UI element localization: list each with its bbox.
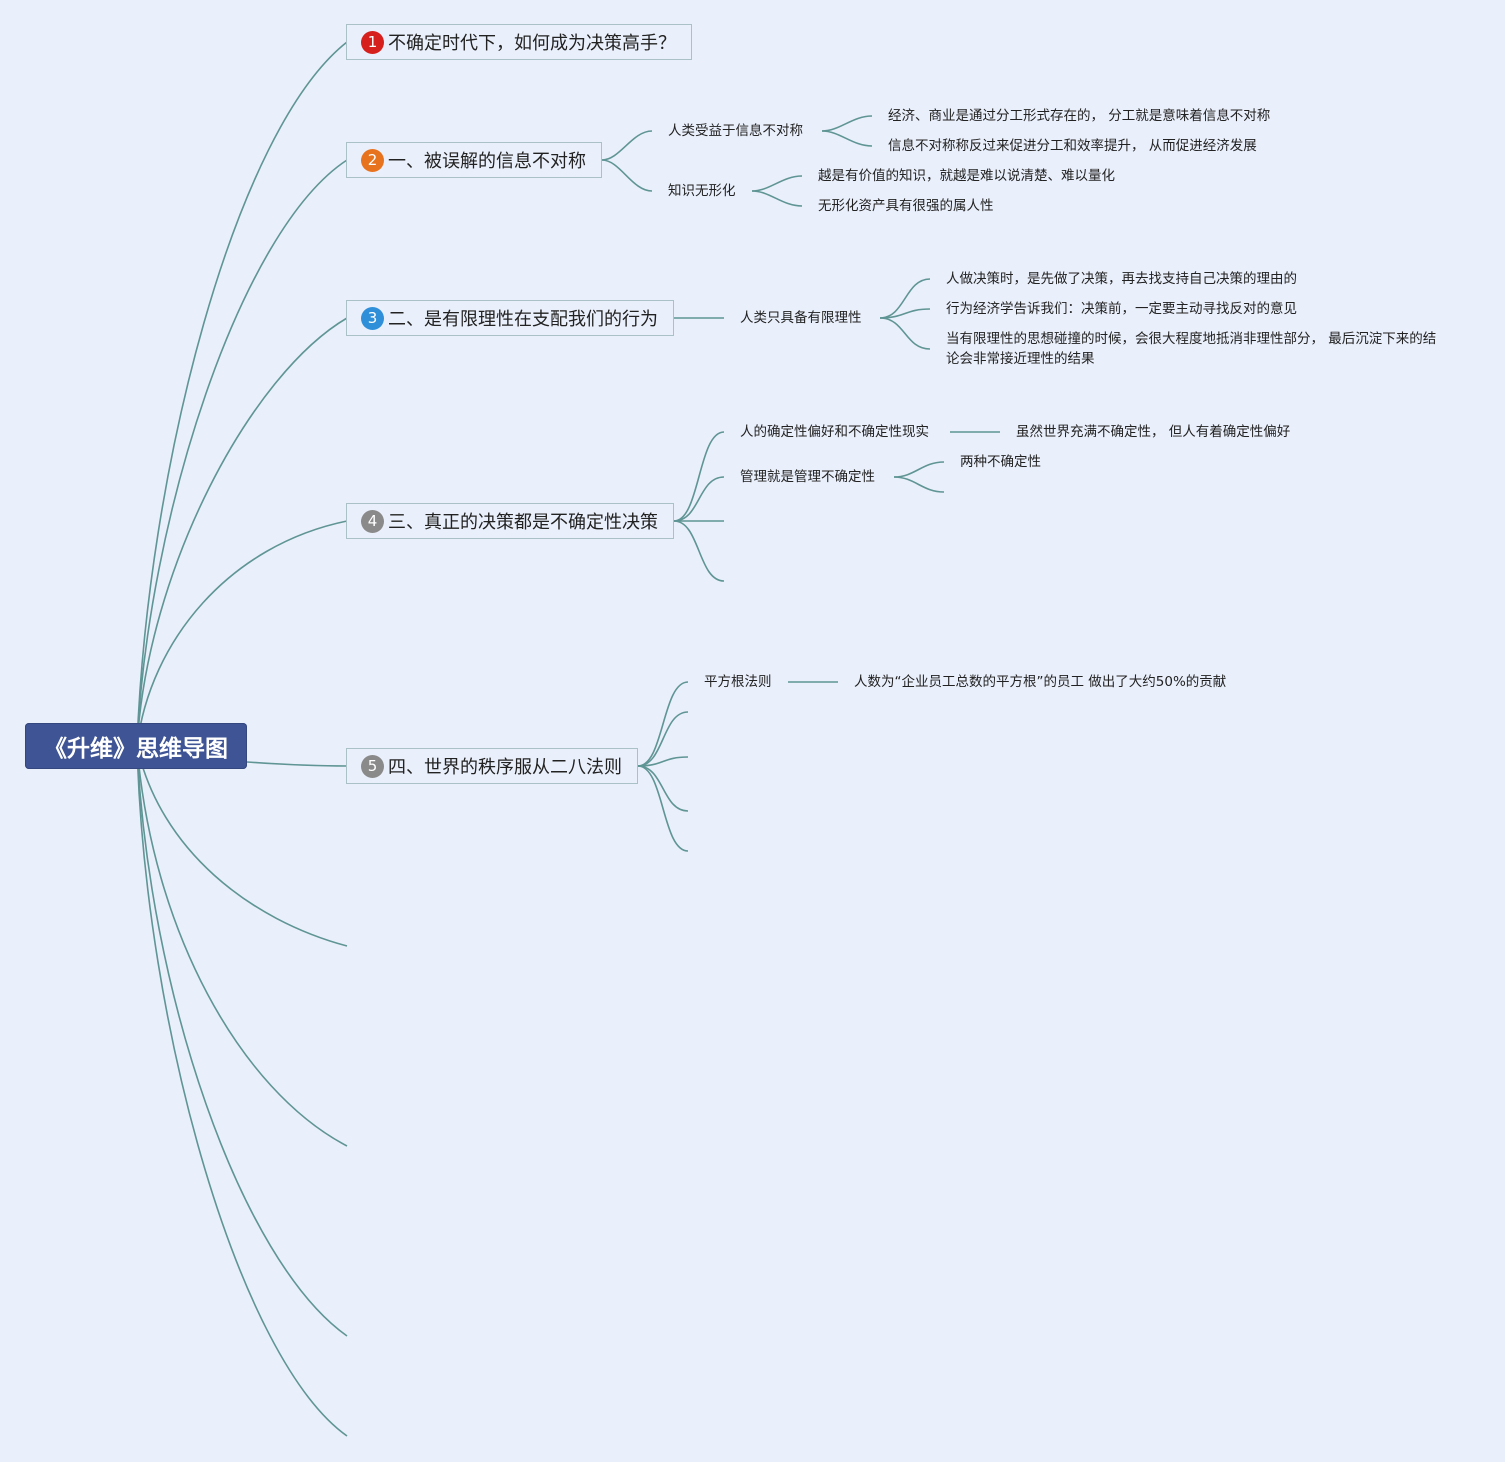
connector-t3-a-1	[879, 278, 931, 319]
root-topic-label: 《升维》思维导图	[44, 736, 228, 762]
topic-5-label: 四、世界的秩序服从二八法则	[388, 757, 622, 778]
connector-t5-empty-3	[637, 765, 689, 812]
subtopic-bounded-rationality[interactable]: 人类只具备有限理性	[740, 310, 862, 326]
connector-t4-b-1	[893, 461, 945, 478]
connector-root-topic-3	[136, 317, 348, 747]
connector-t4-empty-2	[673, 520, 725, 582]
leaf-decide-first[interactable]: 人做决策时，是先做了决策，再去找支持自己决策的理由的	[946, 271, 1297, 287]
connector-t5-empty-1	[637, 711, 689, 767]
connector-root-topic-5	[246, 761, 348, 767]
connector-t5-a	[637, 681, 689, 767]
subtopic-intangible-knowledge[interactable]: 知识无形化	[668, 183, 736, 199]
subtopic-square-root-law[interactable]: 平方根法则	[704, 674, 772, 690]
connector-root-empty-6	[136, 745, 348, 947]
topic-2-label: 一、被误解的信息不对称	[388, 151, 586, 172]
connector-t3-a-2	[879, 308, 931, 319]
connector-root-topic-1	[136, 41, 348, 747]
leaf-division-of-labor[interactable]: 经济、商业是通过分工形式存在的， 分工就是意味着信息不对称	[888, 108, 1271, 124]
leaf-collision-of-ideas[interactable]: 当有限理性的思想碰撞的时候，会很大程度地抵消非理性部分， 最后沉淀下来的结论会非…	[946, 331, 1437, 367]
number-badge-5-icon: 5	[361, 754, 384, 778]
connector-t2-b-1	[751, 175, 803, 192]
number-badge-1-icon: 1	[361, 30, 384, 54]
connector-t2-b	[601, 159, 653, 192]
topic-3-label: 二、是有限理性在支配我们的行为	[388, 309, 658, 330]
connector-t4-b-2	[893, 476, 945, 493]
connector-t3-a-3	[879, 317, 931, 350]
connector-root-topic-4	[136, 520, 348, 747]
topic-1-label: 不确定时代下，如何成为决策高手？	[388, 33, 676, 54]
subtopic-certainty-preference[interactable]: 人的确定性偏好和不确定性现实	[740, 424, 929, 440]
topic-5[interactable]: 5 四、世界的秩序服从二八法则	[346, 748, 638, 784]
leaf-world-uncertain[interactable]: 虽然世界充满不确定性， 但人有着确定性偏好	[1016, 424, 1291, 440]
connector-t4-b	[673, 476, 725, 522]
connector-t5-empty-4	[637, 765, 689, 852]
connector-root-topic-2	[136, 159, 348, 747]
connector-root-empty-8	[136, 745, 348, 1337]
connector-t2-b-2	[751, 190, 803, 207]
topic-1[interactable]: 1 不确定时代下，如何成为决策高手？	[346, 24, 692, 60]
connector-t4-a	[673, 431, 725, 522]
topic-4-label: 三、真正的决策都是不确定性决策	[388, 512, 658, 533]
leaf-two-uncertainties[interactable]: 两种不确定性	[960, 454, 1041, 470]
leaf-asymmetry-efficiency[interactable]: 信息不对称称反过来促进分工和效率提升， 从而促进经济发展	[888, 138, 1257, 154]
subtopic-managing-uncertainty[interactable]: 管理就是管理不确定性	[740, 469, 875, 485]
topic-4[interactable]: 4 三、真正的决策都是不确定性决策	[346, 503, 674, 539]
leaf-square-root-contribution[interactable]: 人数为“企业员工总数的平方根”的员工 做出了大约50%的贡献	[854, 674, 1227, 690]
subtopic-information-asymmetry-benefit[interactable]: 人类受益于信息不对称	[668, 123, 803, 139]
leaf-valuable-knowledge[interactable]: 越是有价值的知识，就越是难以说清楚、难以量化	[818, 168, 1115, 184]
number-badge-3-icon: 3	[361, 306, 384, 330]
number-badge-4-icon: 4	[361, 509, 384, 533]
leaf-intangible-assets[interactable]: 无形化资产具有很强的属人性	[818, 198, 994, 214]
connector-t5-empty-2	[637, 756, 689, 767]
connector-root-empty-7	[136, 745, 348, 1147]
connector-t2-a	[601, 130, 653, 161]
connector-t2-a-2	[821, 130, 873, 147]
leaf-seek-opposition[interactable]: 行为经济学告诉我们：决策前，一定要主动寻找反对的意见	[946, 301, 1297, 317]
number-badge-2-icon: 2	[361, 148, 384, 172]
topic-2[interactable]: 2 一、被误解的信息不对称	[346, 142, 602, 178]
topic-3[interactable]: 3 二、是有限理性在支配我们的行为	[346, 300, 674, 336]
connector-root-empty-9	[136, 745, 348, 1437]
root-topic[interactable]: 《升维》思维导图	[25, 723, 247, 769]
connector-t2-a-1	[821, 115, 873, 132]
